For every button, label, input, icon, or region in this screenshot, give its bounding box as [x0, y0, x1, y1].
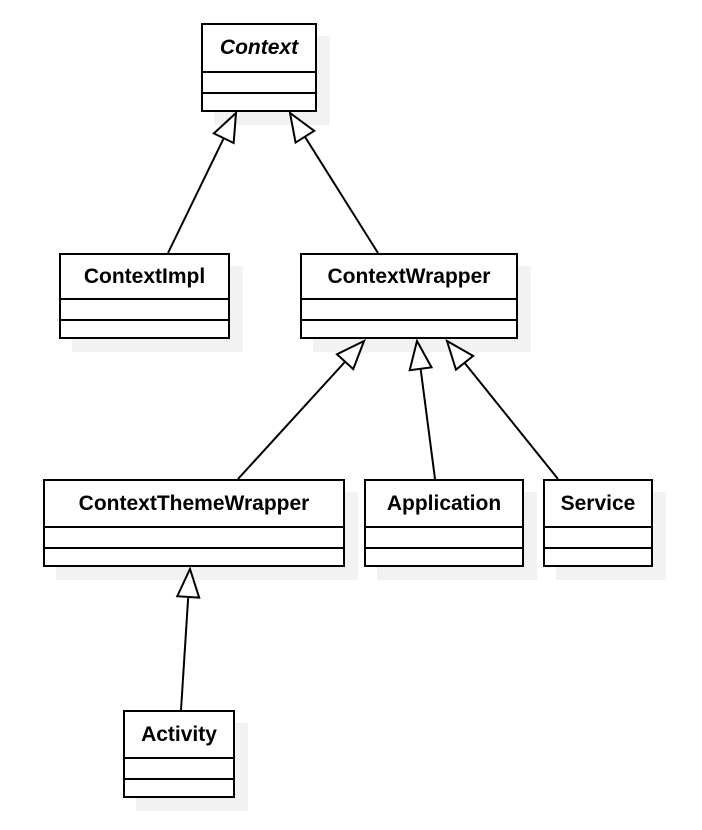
class-name-label: Context: [219, 36, 299, 59]
class-name-label: ContextThemeWrapper: [78, 491, 310, 515]
class-name: Service: [545, 481, 651, 526]
methods-compartment: [302, 319, 516, 337]
attributes-compartment: [45, 526, 343, 547]
class-box-service: Service: [543, 479, 653, 567]
class-box-application: Application: [364, 479, 524, 567]
class-name: Activity: [125, 712, 233, 757]
generalization-edge-service-to-contextwrapper: [445, 338, 559, 480]
methods-compartment: [545, 547, 651, 565]
methods-compartment: [366, 547, 522, 565]
methods-compartment: [203, 92, 315, 110]
class-name-label: Service: [560, 491, 636, 515]
attributes-compartment: [302, 298, 516, 319]
attributes-compartment: [125, 757, 233, 778]
methods-compartment: [45, 547, 343, 565]
class-name: Context: [203, 25, 315, 71]
methods-compartment: [61, 319, 228, 337]
class-name-label: Application: [386, 491, 502, 515]
attributes-compartment: [61, 298, 228, 319]
class-name: ContextImpl: [61, 255, 228, 298]
class-box-context: Context: [201, 23, 317, 112]
attributes-compartment: [366, 526, 522, 547]
class-box-contextthemewrapper: ContextThemeWrapper: [43, 479, 345, 567]
generalization-edge-contextthemewrapper-to-contextwrapper: [237, 338, 366, 480]
class-name-label: Activity: [141, 722, 217, 746]
generalization-edge-activity-to-contextthemewrapper: [175, 566, 201, 711]
class-box-activity: Activity: [123, 710, 235, 798]
attributes-compartment: [203, 71, 315, 92]
methods-compartment: [125, 778, 233, 796]
class-name: Application: [366, 481, 522, 526]
generalization-edge-contextimpl-to-context: [167, 110, 238, 254]
class-name-label: ContextWrapper: [327, 264, 491, 288]
attributes-compartment: [545, 526, 651, 547]
class-box-contextimpl: ContextImpl: [59, 253, 230, 339]
class-name: ContextThemeWrapper: [45, 481, 343, 526]
generalization-edge-contextwrapper-to-context: [288, 110, 379, 254]
class-box-contextwrapper: ContextWrapper: [300, 253, 518, 339]
generalization-edge-application-to-contextwrapper: [408, 338, 436, 480]
class-name-label: ContextImpl: [83, 264, 206, 288]
class-name: ContextWrapper: [302, 255, 516, 298]
